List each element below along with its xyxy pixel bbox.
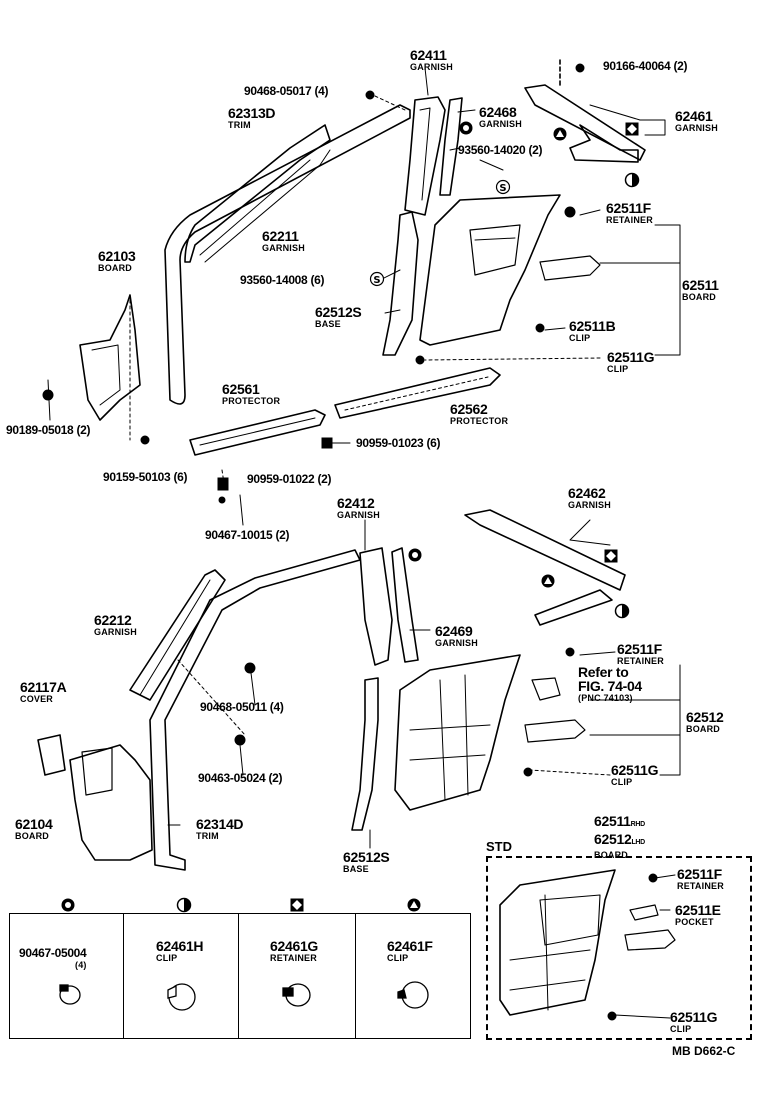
part-62461-garnish [524,84,646,161]
triangle-icon [553,127,567,141]
part-62562-protector [334,367,501,419]
legend-item-90467-05004: 90467-05004(4) [19,946,87,970]
label-93560-14008: 93560-14008 (6) [240,273,325,287]
std-title: STD [486,839,512,854]
circle-dot-icon [408,548,422,562]
diagram-code: MB D662-C [672,1044,736,1058]
circle-dot-icon [61,898,75,912]
part-std-board [499,869,616,1016]
part-62469-garnish [391,547,419,663]
part-62512S-base-lower [351,677,379,831]
half-circle-icon [624,172,640,188]
label-std-boards: 62511RHD 62512LHD BOARD [594,813,645,860]
label-90159-50103: 90159-50103 (6) [103,470,188,484]
half-circle-icon [176,897,192,913]
half-circle-icon [614,603,630,619]
fastener-legend [9,913,471,1039]
label-90189-05018: 90189-05018 (2) [6,423,91,437]
part-62103-board [79,294,141,421]
diamond-icon [290,898,304,912]
legend-cell-2 [124,914,239,1038]
part-62468-garnish [439,97,463,196]
part-62412-garnish [359,547,393,666]
label-93560-14020: 93560-14020 (2) [458,143,543,157]
part-62117A-cover [37,734,66,776]
triangle-icon [407,898,421,912]
part-62211-garnish [184,124,331,263]
label-90468-05017: 90468-05017 (4) [244,84,329,98]
legend-cell-4 [356,914,470,1038]
diamond-icon [625,122,639,136]
part-62512S-base [382,211,419,356]
triangle-icon [541,574,555,588]
label-90959-01022: 90959-01022 (2) [247,472,332,486]
s-symbol-icon [369,271,385,287]
label-90468-05011: 90468-05011 (4) [200,700,284,714]
s-symbol-icon [495,179,511,195]
part-62561-protector [189,409,326,456]
circle-dot-icon [459,121,473,135]
part-62511-board [419,194,561,346]
part-62314D-trim [149,549,361,871]
std-variant-box [486,856,752,1040]
part-62462-garnish [464,509,626,591]
label-90463-05024: 90463-05024 (2) [198,771,283,785]
part-62411-garnish [404,96,446,216]
fasteners [42,63,658,1021]
legend-cell-1 [10,914,124,1038]
label-90467-10015: 90467-10015 (2) [205,528,290,542]
label-90959-01023: 90959-01023 (6) [356,436,441,450]
part-62212-garnish [129,569,226,701]
part-62512-board [394,654,521,811]
legend-cell-3 [239,914,356,1038]
label-90166-40064: 90166-40064 (2) [603,59,688,73]
diamond-icon [604,549,618,563]
part-62104-board [69,744,153,861]
legend-fasteners [59,981,429,1011]
